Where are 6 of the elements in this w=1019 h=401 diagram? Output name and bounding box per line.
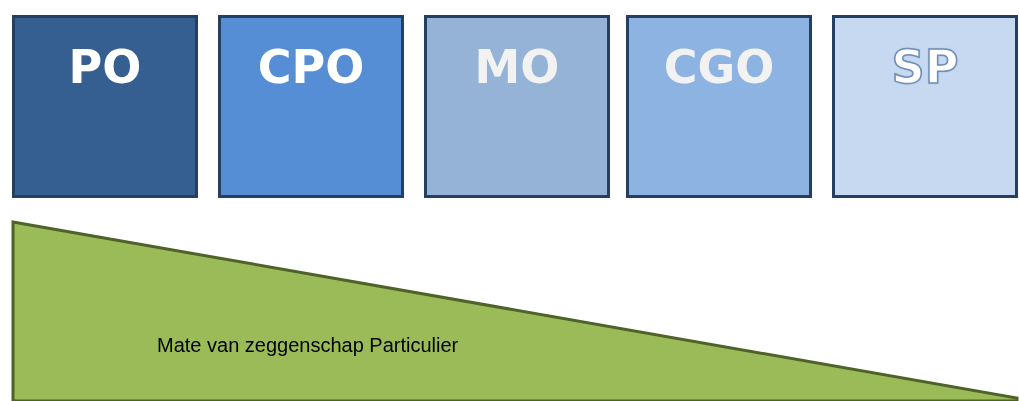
role-box: SP xyxy=(832,15,1018,198)
role-box: CGO xyxy=(626,15,812,198)
role-box: CPO xyxy=(218,15,404,198)
wedge-label: Mate van zeggenschap Particulier xyxy=(157,334,459,357)
role-box: MO xyxy=(424,15,610,198)
role-box: PO xyxy=(12,15,198,198)
